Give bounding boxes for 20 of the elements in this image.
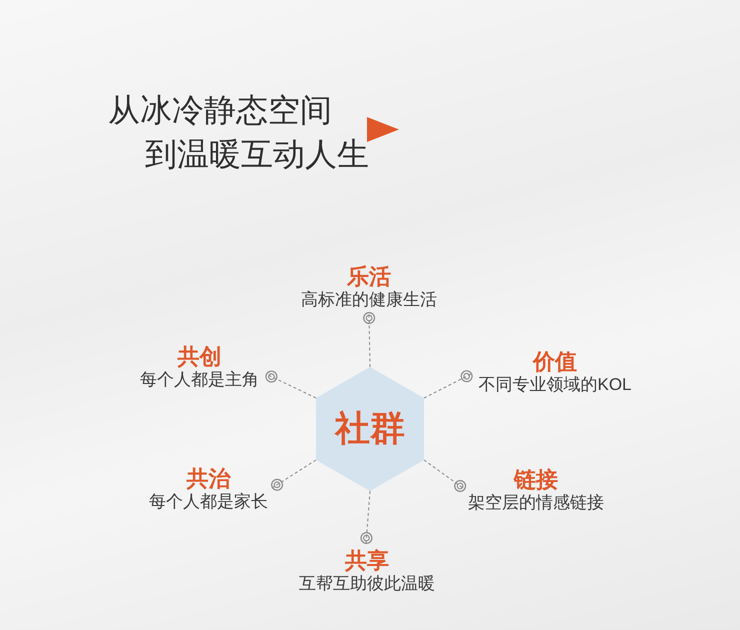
description-text: 高标准的健康生活 (301, 289, 437, 311)
keyword-heading: 共治 (186, 466, 230, 490)
description-text: 架空层的情感链接 (468, 492, 604, 514)
description-text: 每个人都是主角 (140, 368, 259, 390)
keyword-heading: 乐活 (347, 264, 391, 289)
description-text: 每个人都是家长 (149, 490, 268, 512)
keyword-heading: 价值 (533, 348, 577, 374)
keyword-heading: 链接 (514, 467, 558, 492)
description-text: 不同专业领域的KOL (478, 374, 632, 396)
description-text: 互帮互助彼此温暖 (299, 572, 435, 594)
dashed-connector (360, 490, 372, 544)
dashed-connector (265, 370, 316, 398)
title-text: 从冰冷静态空间到温暖互动人生 (108, 91, 369, 174)
dashed-connector (363, 312, 376, 368)
center-hexagon: 社群 (316, 367, 424, 491)
dashed-connector (271, 460, 316, 491)
keyword-heading: 共享 (345, 548, 389, 572)
dashed-connector (424, 370, 473, 398)
dashed-connector (424, 460, 466, 492)
keyword-heading: 共创 (178, 344, 222, 368)
